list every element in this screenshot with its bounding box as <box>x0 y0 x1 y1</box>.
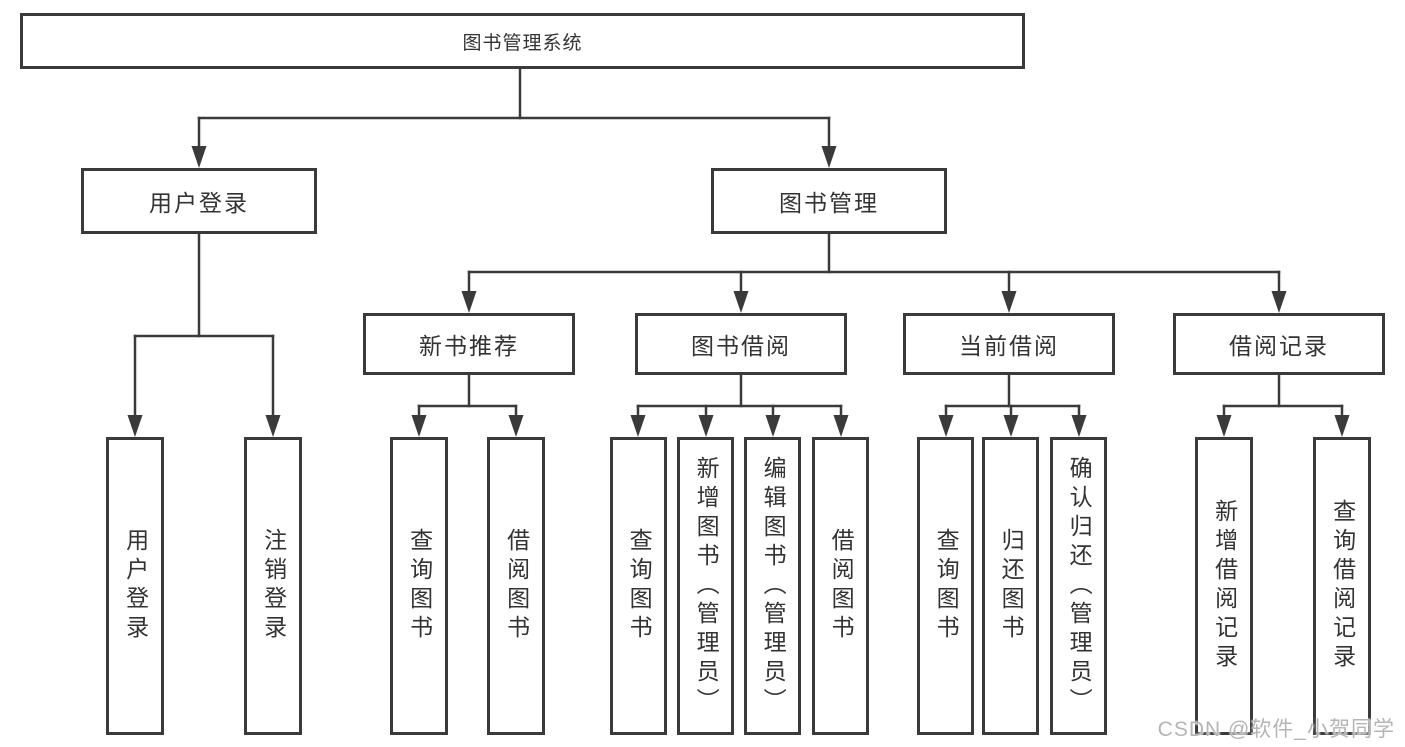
leaf-user-login: 用户登录 <box>106 437 164 735</box>
leaf-add-borrow-record: 新增借阅记录 <box>1195 437 1253 735</box>
leaf-logout: 注销登录 <box>244 437 302 735</box>
leaf-edit-book-admin: 编辑图书（管理员） <box>744 437 801 735</box>
node-borrowing-records: 借阅记录 <box>1173 313 1385 375</box>
node-book-management: 图书管理 <box>711 168 947 234</box>
leaf-query-borrow-record: 查询借阅记录 <box>1313 437 1371 735</box>
watermark: CSDN @软件_小贺同学 <box>1157 718 1395 741</box>
leaf-add-book-admin: 新增图书（管理员） <box>677 437 734 735</box>
node-book-borrowing: 图书借阅 <box>635 313 847 375</box>
arrowheads <box>127 146 1350 437</box>
leaf-borrow-books-recommend: 借阅图书 <box>487 437 545 735</box>
leaf-query-books-current: 查询图书 <box>917 437 974 735</box>
node-user-login: 用户登录 <box>81 168 317 234</box>
leaf-query-books-recommend: 查询图书 <box>390 437 448 735</box>
node-library-management-system: 图书管理系统 <box>20 13 1025 69</box>
node-new-book-recommendation: 新书推荐 <box>363 313 575 375</box>
leaf-borrow-books-borrowing: 借阅图书 <box>812 437 869 735</box>
leaf-confirm-return-admin: 确认归还（管理员） <box>1050 437 1107 735</box>
node-current-borrowing: 当前借阅 <box>903 313 1115 375</box>
leaf-query-books-borrowing: 查询图书 <box>610 437 667 735</box>
leaf-return-books: 归还图书 <box>982 437 1039 735</box>
